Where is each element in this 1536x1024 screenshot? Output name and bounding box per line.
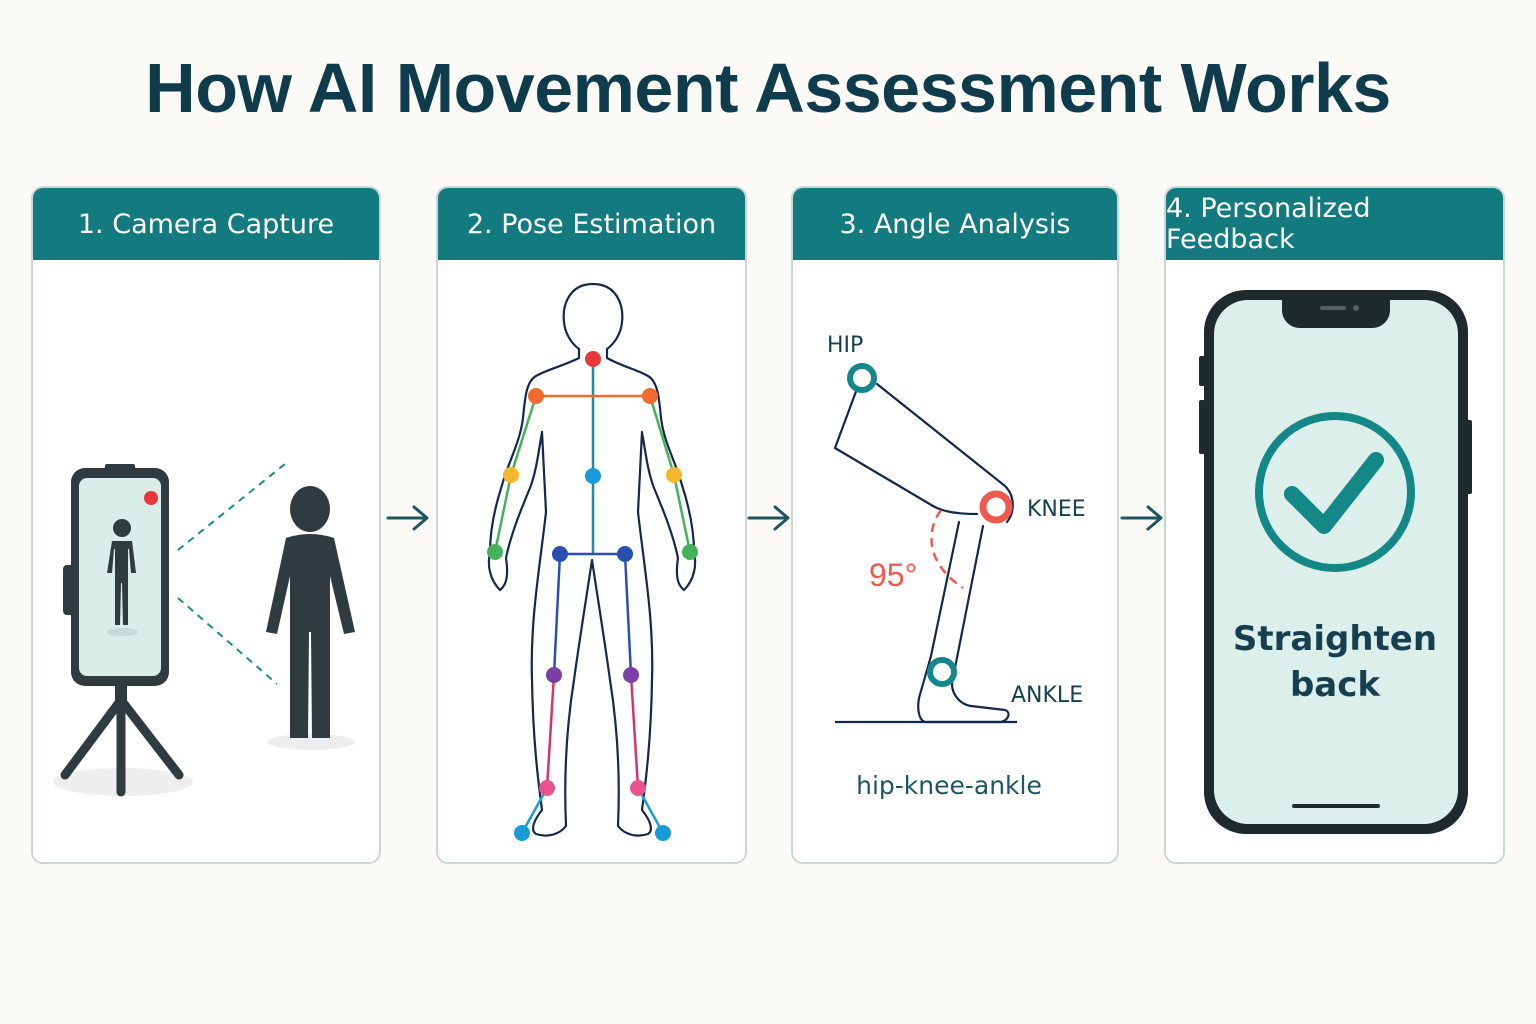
joint-hip-left bbox=[552, 546, 568, 562]
joint-neck bbox=[585, 351, 601, 367]
step-panel-angle-analysis: 3. Angle Analysis HIP KNEE ANKLE 95° hip… bbox=[791, 186, 1119, 864]
hip-label: HIP bbox=[827, 333, 863, 358]
joint-elbow-left bbox=[503, 467, 519, 483]
joint-wrist-left bbox=[487, 544, 503, 560]
joint-knee-right bbox=[623, 667, 639, 683]
step-header: 3. Angle Analysis bbox=[793, 188, 1117, 260]
angle-caption: hip-knee-ankle bbox=[856, 771, 1042, 800]
camera-capture-illustration bbox=[53, 463, 355, 797]
feedback-line-1: Straighten bbox=[1233, 619, 1437, 659]
joint-ankle-right bbox=[630, 780, 646, 796]
step-header: 2. Pose Estimation bbox=[438, 188, 745, 260]
step-header: 4. Personalized Feedback bbox=[1166, 188, 1503, 260]
pose-skeleton-illustration bbox=[487, 282, 698, 841]
joint-wrist-right bbox=[682, 544, 698, 560]
preview-figure-icon bbox=[106, 519, 138, 636]
step-header: 1. Camera Capture bbox=[33, 188, 379, 260]
skeleton-bones bbox=[493, 357, 692, 835]
joint-elbow-right bbox=[666, 467, 682, 483]
page-title: How AI Movement Assessment Works bbox=[145, 49, 1391, 127]
angle-arc bbox=[930, 509, 964, 590]
knee-joint-icon bbox=[979, 490, 1013, 524]
ankle-label: ANKLE bbox=[1011, 683, 1083, 708]
leg-outline bbox=[833, 376, 1014, 724]
joint-foot-right bbox=[655, 825, 671, 841]
hip-joint-icon bbox=[847, 363, 877, 393]
step-panel-pose-estimation: 2. Pose Estimation bbox=[436, 186, 747, 864]
skeleton-joints bbox=[487, 351, 698, 841]
checkmark-circle-icon bbox=[1255, 412, 1415, 572]
knee-label: KNEE bbox=[1027, 497, 1086, 522]
angle-value: 95° bbox=[869, 557, 917, 593]
arrow-right-icon bbox=[386, 505, 429, 531]
view-line-bottom bbox=[177, 597, 278, 685]
home-indicator bbox=[1292, 804, 1380, 808]
angle-analysis-illustration: HIP KNEE ANKLE 95° hip-knee-ankle bbox=[827, 333, 1086, 800]
joint-shoulder-right bbox=[642, 388, 658, 404]
checkmark-icon bbox=[1284, 452, 1384, 534]
step-panel-camera-capture: 1. Camera Capture bbox=[31, 186, 381, 864]
person-icon bbox=[266, 486, 355, 738]
joint-ankle-left bbox=[539, 780, 555, 796]
person-shadow bbox=[267, 734, 355, 750]
joint-shoulder-left bbox=[528, 388, 544, 404]
phone-notch bbox=[1282, 300, 1390, 328]
arrow-right-icon bbox=[1120, 505, 1163, 531]
feedback-phone-illustration: Straighten back bbox=[1199, 290, 1472, 834]
ankle-joint-icon bbox=[927, 657, 957, 687]
joint-foot-left bbox=[514, 825, 530, 841]
view-line-top bbox=[177, 463, 286, 551]
joint-spine bbox=[585, 468, 601, 484]
joint-hip-right bbox=[617, 546, 633, 562]
feedback-line-2: back bbox=[1290, 665, 1381, 705]
joint-knee-left bbox=[546, 667, 562, 683]
step-panel-personalized-feedback: 4. Personalized Feedback Straighten back bbox=[1164, 186, 1505, 864]
arrow-right-icon bbox=[747, 505, 790, 531]
recording-dot-icon bbox=[144, 491, 158, 505]
phone-screen bbox=[1214, 300, 1458, 824]
